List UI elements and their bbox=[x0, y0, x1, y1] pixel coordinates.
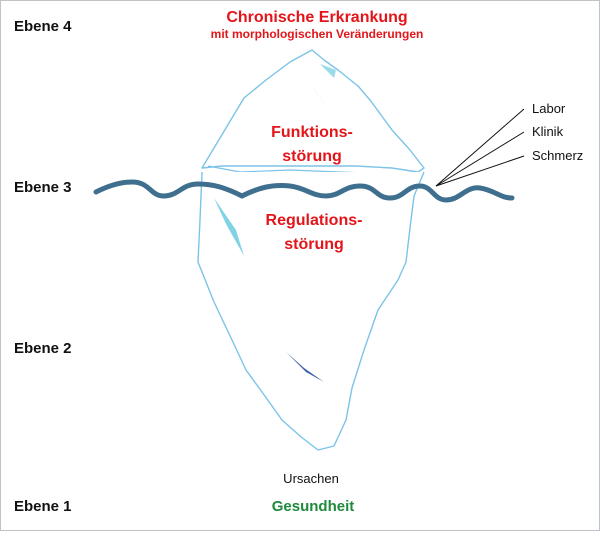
crevice-under-left bbox=[214, 198, 244, 256]
chronic-disease-subtitle: mit morphologischen Veränderungen bbox=[210, 27, 424, 41]
level-3-label: Ebene 3 bbox=[14, 179, 72, 196]
causes-label: Ursachen bbox=[283, 471, 339, 486]
marker-line-labor bbox=[435, 108, 525, 187]
iceberg-body bbox=[197, 171, 425, 451]
level-1-label: Ebene 1 bbox=[14, 498, 72, 515]
marker-labor: Labor bbox=[532, 101, 566, 116]
dysfunction-label-line1: Funktions- bbox=[271, 124, 353, 141]
dysfunction-label-line2: störung bbox=[282, 148, 342, 165]
level-4-label: Ebene 4 bbox=[14, 18, 72, 35]
water-line bbox=[93, 179, 515, 203]
chronic-disease-title: Chronische Erkrankung bbox=[226, 9, 408, 26]
health-label: Gesundheit bbox=[271, 498, 355, 515]
iceberg-tip bbox=[201, 49, 425, 173]
marker-schmerz: Schmerz bbox=[532, 148, 584, 163]
dysregulation-label-line2: störung bbox=[284, 236, 344, 253]
marker-line-schmerz bbox=[435, 155, 525, 187]
dysregulation-label-line1: Regulations- bbox=[265, 212, 363, 229]
crevice-tip-right bbox=[320, 64, 336, 78]
marker-line-klinik bbox=[435, 131, 525, 187]
level-2-label: Ebene 2 bbox=[14, 340, 72, 357]
marker-klinik: Klinik bbox=[532, 124, 564, 139]
